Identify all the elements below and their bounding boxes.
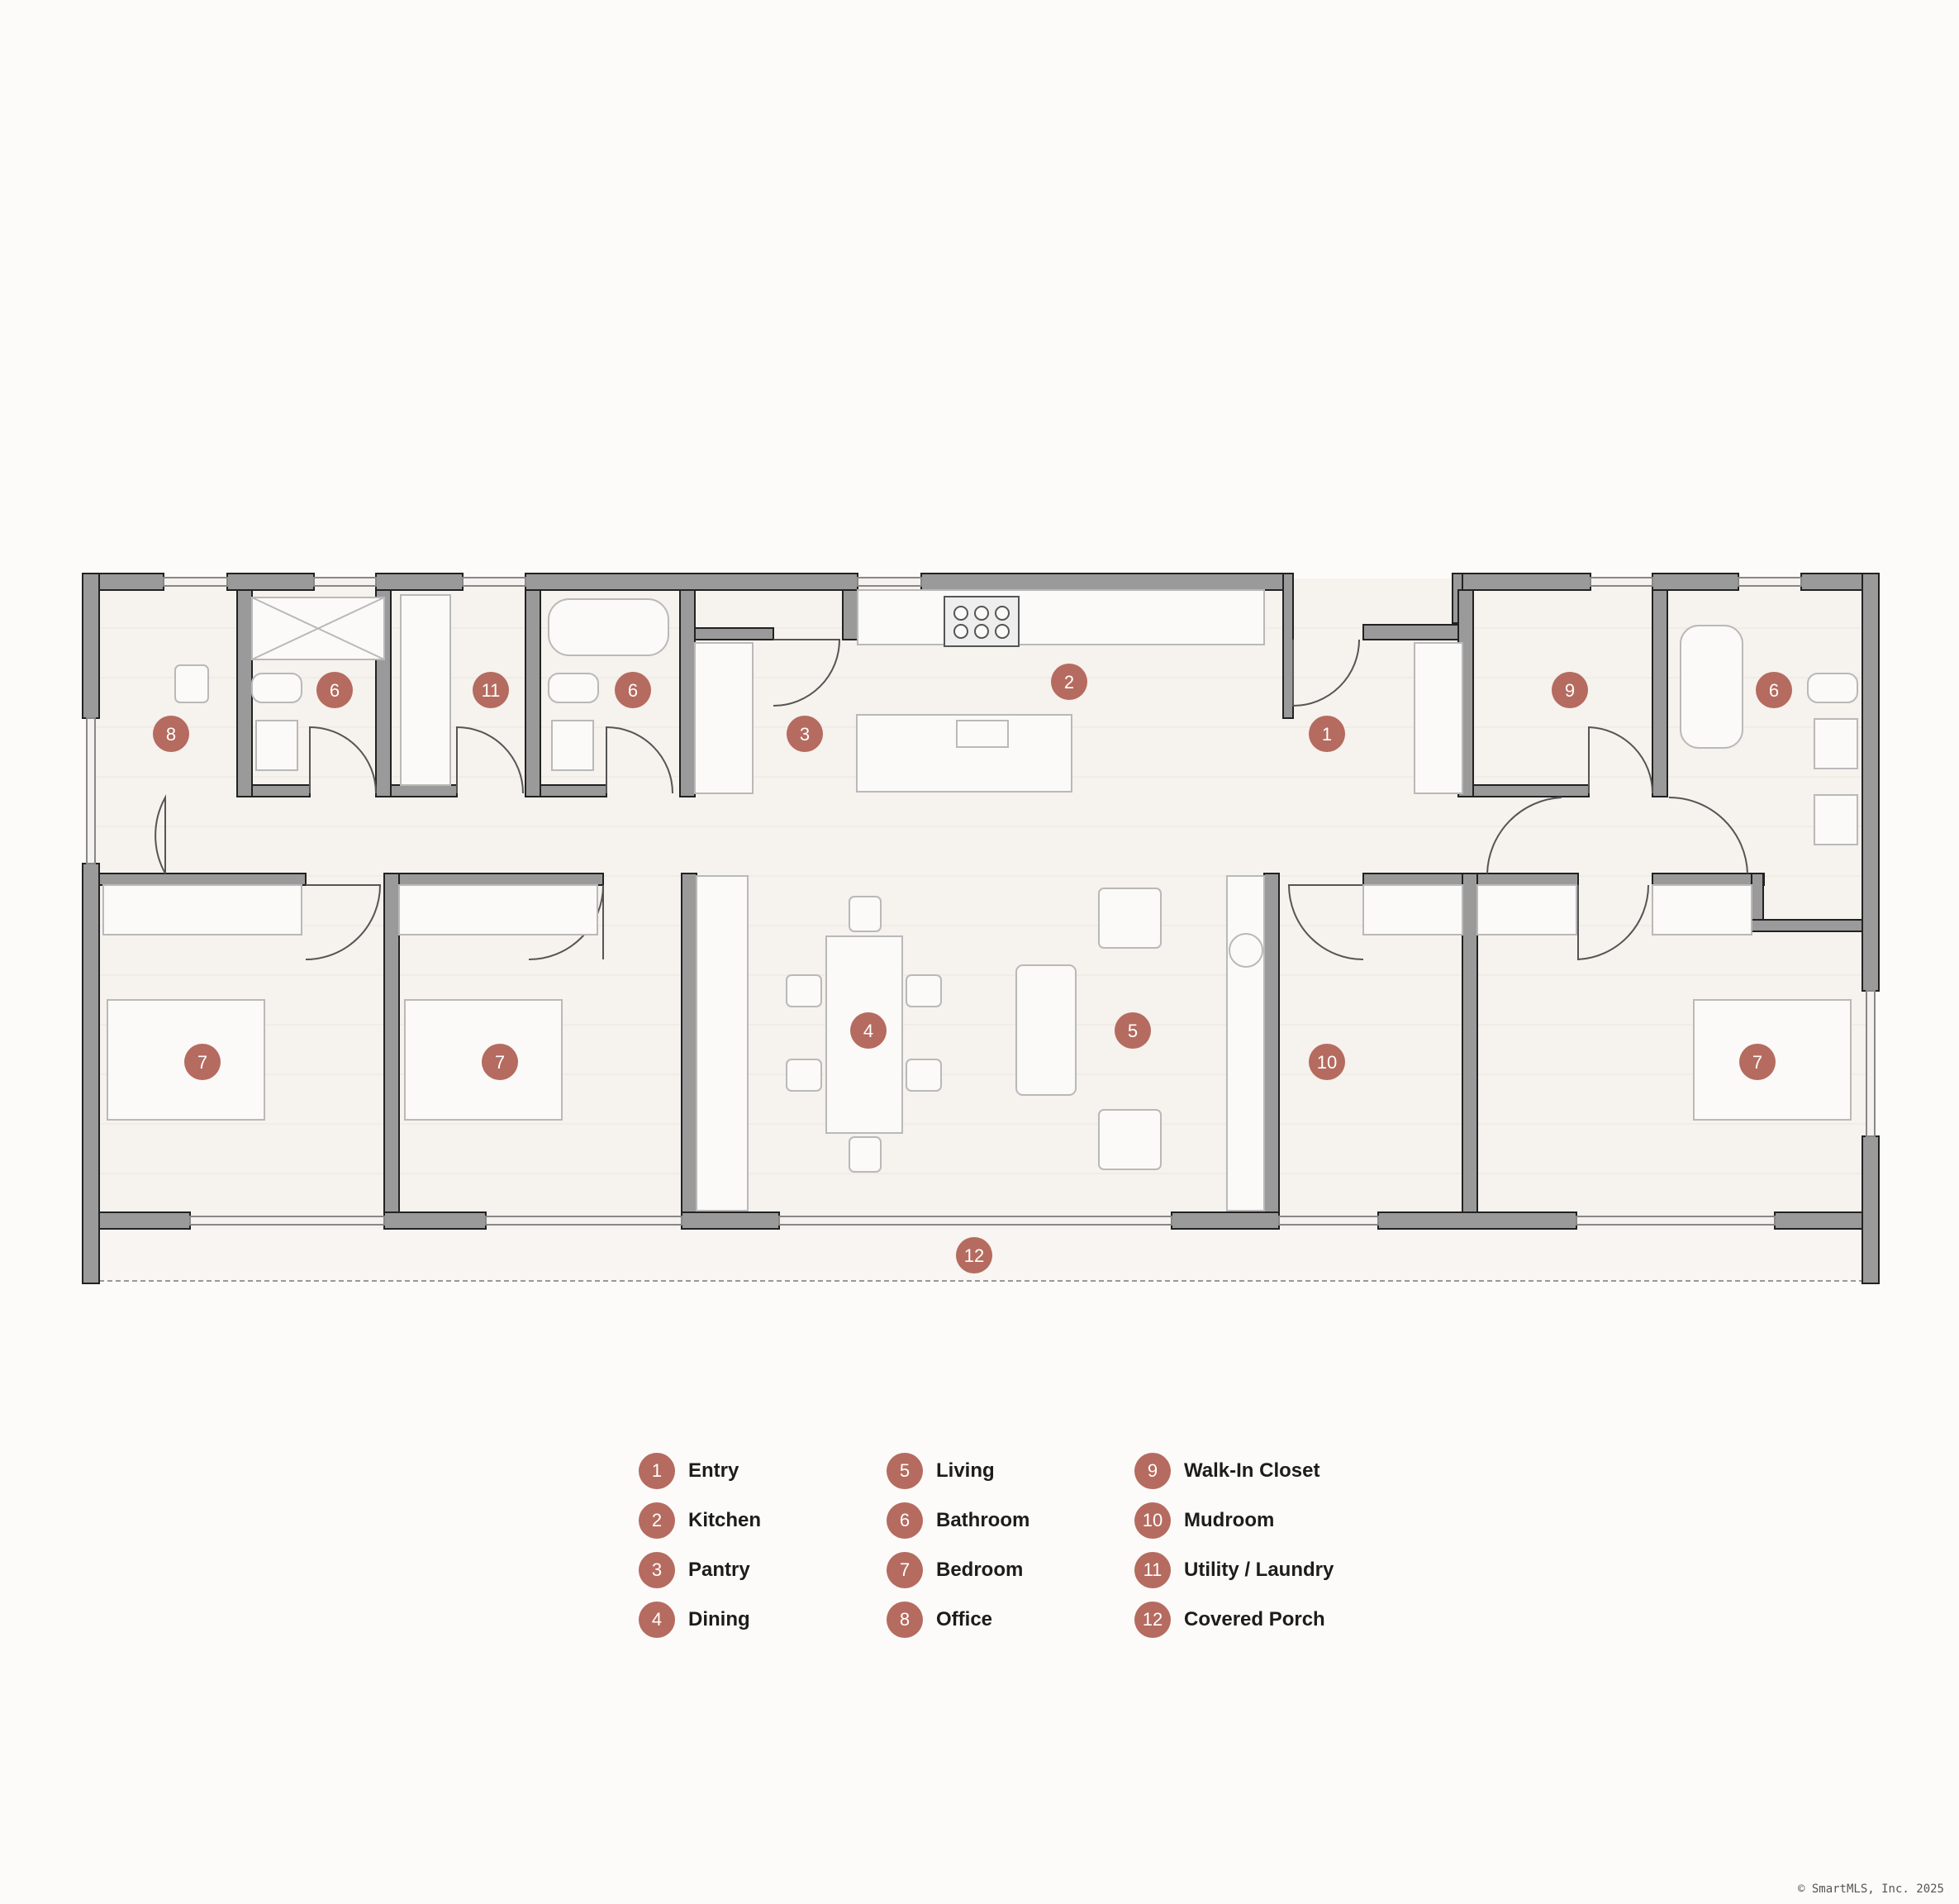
room-marker-number: 7: [495, 1052, 505, 1073]
windows: [86, 577, 1876, 1226]
vanity: [1814, 718, 1858, 769]
wardrobe: [1362, 884, 1463, 935]
room-marker-number: 6: [628, 680, 638, 701]
room-marker-circle: [787, 716, 823, 752]
vanity: [1814, 794, 1858, 845]
toilet: [548, 673, 599, 703]
room-marker-10: 10: [1309, 1044, 1345, 1080]
room-marker-number: 8: [166, 724, 176, 745]
room-marker-number: 5: [1128, 1021, 1138, 1041]
chair: [786, 1059, 822, 1092]
chair: [786, 974, 822, 1007]
copyright-notice: © SmartMLS, Inc. 2025: [1797, 1883, 1944, 1896]
room-marker-circle: [1756, 672, 1792, 708]
room-marker-1: 1: [1309, 716, 1345, 752]
mudroom-bench: [1226, 875, 1265, 1211]
room-marker-7: 7: [1739, 1044, 1776, 1080]
room-marker-6: 6: [615, 672, 651, 708]
room-marker-number: 7: [197, 1052, 207, 1073]
vanity: [551, 720, 594, 771]
chair: [849, 896, 882, 932]
kitchen-counter: [857, 589, 1265, 645]
island-sink: [956, 720, 1009, 748]
room-marker-number: 10: [1317, 1052, 1337, 1073]
laundry-counter: [400, 594, 451, 786]
chair: [906, 974, 942, 1007]
pantry-shelves: [694, 642, 754, 794]
room-marker-number: 6: [330, 680, 340, 701]
room-marker-circle: [850, 1012, 887, 1049]
room-marker-6: 6: [1756, 672, 1792, 708]
room-marker-8: 8: [153, 716, 189, 752]
chair: [849, 1136, 882, 1173]
room-marker-circle: [316, 672, 353, 708]
armchair: [1098, 1109, 1162, 1170]
room-marker-circle: [956, 1237, 992, 1273]
room-marker-number: 12: [964, 1245, 984, 1266]
room-marker-7: 7: [184, 1044, 221, 1080]
wardrobe: [398, 884, 598, 935]
toilet: [1807, 673, 1858, 703]
chair: [906, 1059, 942, 1092]
bathtub: [1680, 625, 1743, 749]
room-marker-circle: [153, 716, 189, 752]
room-marker-number: 6: [1769, 680, 1779, 701]
vanity: [255, 720, 298, 771]
room-marker-5: 5: [1115, 1012, 1151, 1049]
floor-area: [89, 578, 1866, 1281]
armchair: [1098, 888, 1162, 949]
room-marker-2: 2: [1051, 664, 1087, 700]
room-marker-number: 4: [863, 1021, 873, 1041]
room-marker-number: 7: [1752, 1052, 1762, 1073]
room-marker-circle: [184, 1044, 221, 1080]
room-marker-number: 9: [1565, 680, 1575, 701]
toilet: [251, 673, 302, 703]
walls: [82, 573, 1880, 1284]
door-swings: [155, 639, 1748, 961]
room-marker-circle: [1051, 664, 1087, 700]
sofa: [1015, 964, 1077, 1096]
room-marker-11: 11: [473, 672, 509, 708]
room-marker-circle: [473, 672, 509, 708]
stove: [1229, 933, 1263, 968]
room-marker-circle: [1115, 1012, 1151, 1049]
sideboard: [696, 875, 749, 1211]
room-marker-4: 4: [850, 1012, 887, 1049]
room-marker-circle: [1552, 672, 1588, 708]
office-chair: [174, 664, 209, 703]
room-marker-number: 11: [482, 680, 501, 701]
room-marker-12: 12: [956, 1237, 992, 1273]
room-marker-number: 1: [1322, 724, 1332, 745]
room-marker-circle: [1309, 716, 1345, 752]
room-marker-number: 3: [800, 724, 810, 745]
room-marker-number: 2: [1064, 672, 1074, 693]
entry-cabinets: [1414, 642, 1463, 794]
room-marker-circle: [482, 1044, 518, 1080]
room-marker-circle: [615, 672, 651, 708]
room-marker-circle: [1309, 1044, 1345, 1080]
wardrobe: [102, 884, 302, 935]
bathtub: [548, 598, 669, 656]
room-marker-circle: [1739, 1044, 1776, 1080]
room-marker-6: 6: [316, 672, 353, 708]
wardrobe: [1652, 884, 1752, 935]
room-marker-9: 9: [1552, 672, 1588, 708]
room-marker-7: 7: [482, 1044, 518, 1080]
wardrobe: [1476, 884, 1577, 935]
room-marker-3: 3: [787, 716, 823, 752]
